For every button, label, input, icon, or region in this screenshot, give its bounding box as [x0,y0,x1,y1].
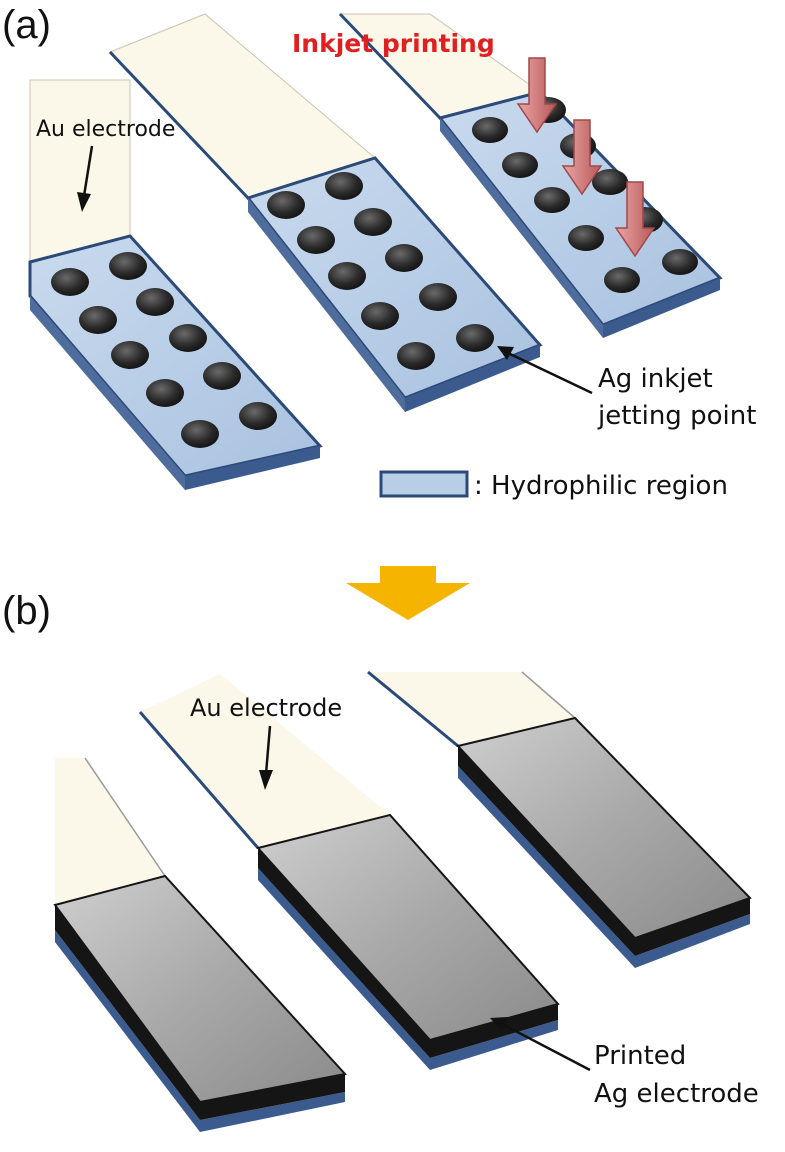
strip-front-edge [405,345,540,412]
strip-side-edge [440,118,603,338]
inkjet-printing-title: Inkjet printing [292,29,495,58]
ag-droplet [361,302,399,330]
ag-droplet [397,342,435,370]
ag-jetting-point-label: Ag inkjet jetting point [597,364,756,431]
inkjet-arrow-icon [614,181,656,258]
au-electrode-pointer-a [77,145,94,212]
printed-ag-top [256,813,560,1042]
au-electrode-label-a: Au electrode [36,117,175,142]
au-edge-right [521,671,576,719]
jetting-point-pointer [497,346,593,395]
ag-droplet [239,402,277,430]
ag-droplet [79,306,117,334]
electrode-strip-left-b [53,757,347,1132]
inkjet-arrow-icon [516,57,558,134]
ag-droplet [328,262,366,290]
ag-droplet [385,244,423,272]
panel-b-label: (b) [2,589,51,633]
au-region [55,758,165,905]
ag-droplet [181,420,219,448]
ag-droplet [604,267,640,293]
printed-ag-line2: Ag electrode [594,1079,759,1109]
ag-droplet [146,379,184,407]
hydrophilic-legend-swatch [379,470,469,498]
strip-side-edge [30,296,185,490]
ag-droplet [568,225,604,251]
ag-droplet [111,341,149,369]
ag-droplet [267,191,305,219]
au-edge [84,757,166,877]
panel-a-label: (a) [2,3,51,47]
strip-front-edge [603,278,720,338]
ag-droplet [354,208,392,236]
au-edge [367,670,459,748]
au-region [29,79,131,263]
au-edge [338,12,442,120]
au-region [140,674,390,848]
ag-droplet [456,324,494,352]
printed-ag-side [458,746,750,956]
transition-arrow-icon [346,566,470,620]
au-region [368,672,575,746]
printed-ag-electrode-label: Printed Ag electrode [594,1041,759,1109]
inkjet-arrows [516,57,656,258]
printed-ag-top [456,716,752,940]
ag-jetting-point-line1: Ag inkjet [598,364,713,394]
electrode-strip-middle-b [138,674,560,1070]
ag-droplets-middle [267,172,494,370]
au-electrode-label-b: Au electrode [190,694,342,722]
electrode-strip-right-b [367,670,752,968]
printed-ag-line1: Printed [594,1041,686,1071]
ag-droplet [472,117,508,143]
legend-label: : Hydrophilic region [474,471,728,501]
ag-jetting-point-line2: jetting point [597,401,756,431]
ag-droplet [419,283,457,311]
ag-droplet [325,172,363,200]
substrate-edge [458,766,750,968]
au-electrode-pointer-b [259,725,273,790]
electrode-strip-right-a [338,12,723,338]
ag-droplet [297,226,335,254]
ag-droplets-left [51,252,277,448]
strip-front-edge [185,446,320,490]
printed-ag-top [53,874,347,1104]
ag-droplet [203,362,241,390]
ag-droplet [136,288,174,316]
printed-ag-pointer [490,1017,591,1072]
ag-droplet [169,324,207,352]
ag-droplet [502,152,538,178]
ag-droplet [662,249,698,275]
ag-droplet [534,187,570,213]
strip-side-edge [248,198,405,412]
au-edge [138,711,260,849]
au-edge [108,50,250,200]
ag-droplet [51,268,89,296]
ag-droplet [109,252,147,280]
legend: : Hydrophilic region [379,470,728,501]
inkjet-arrow-icon [561,119,603,196]
ag-droplet [592,169,628,195]
